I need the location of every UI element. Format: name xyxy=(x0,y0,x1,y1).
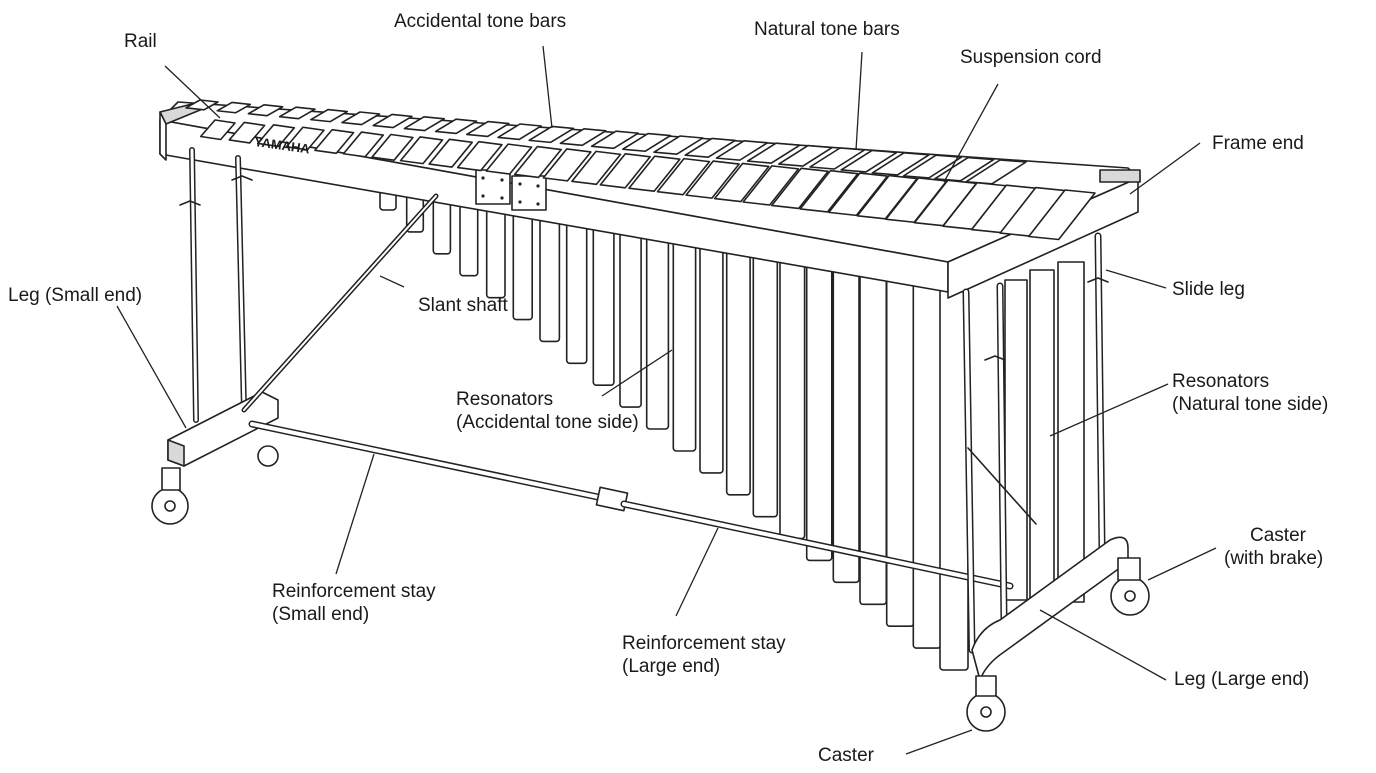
tone-bar xyxy=(216,101,252,114)
label-caster: Caster xyxy=(818,745,874,766)
label-suspension-cord: Suspension cord xyxy=(960,47,1102,68)
label-reinforcement-stay-large-line2: (Large end) xyxy=(622,656,721,677)
tone-bar xyxy=(497,123,543,141)
tone-bar xyxy=(685,160,740,199)
leg-large-end xyxy=(962,232,1129,681)
tone-bar xyxy=(628,155,681,193)
tone-bar xyxy=(513,145,563,179)
tone-bar xyxy=(434,118,478,135)
tone-bar xyxy=(314,128,355,155)
resonator-tube xyxy=(832,246,860,584)
tone-bar xyxy=(341,111,381,126)
tone-bar xyxy=(285,126,325,151)
tone-bar xyxy=(428,138,474,168)
tone-bar xyxy=(485,143,533,175)
tone-bar xyxy=(185,99,219,111)
label-reinforcement-stay-small: Reinforcement stay (Small end) xyxy=(272,580,436,626)
label-frame-end: Frame end xyxy=(1212,133,1304,154)
label-rail: Rail xyxy=(124,31,157,52)
tone-bar xyxy=(933,156,995,182)
tone-bar xyxy=(257,124,296,148)
tone-bar xyxy=(342,131,385,158)
tone-bar xyxy=(571,150,622,186)
slant-shaft xyxy=(241,193,439,413)
caster-large-end xyxy=(966,557,1150,732)
tone-bar xyxy=(590,130,639,150)
tone-bar xyxy=(653,135,704,155)
tone-bar xyxy=(403,116,446,132)
leader-lines xyxy=(116,45,1217,755)
tone-bar xyxy=(770,167,829,210)
label-leg-large-end: Leg (Large end) xyxy=(1174,669,1310,690)
tone-bar xyxy=(599,152,651,189)
tone-bar xyxy=(742,165,800,206)
label-slide-leg: Slide leg xyxy=(1172,279,1245,300)
tone-bar xyxy=(902,154,963,179)
label-resonators-natural-line2: (Natural tone side) xyxy=(1172,394,1329,415)
tone-bar xyxy=(621,132,672,153)
tone-bar xyxy=(559,128,607,147)
leg-small-end xyxy=(167,147,279,467)
label-leg-small-end: Leg (Small end) xyxy=(8,285,143,306)
tone-bar xyxy=(278,106,316,120)
label-reinforcement-stay-small-line1: Reinforcement stay xyxy=(272,581,436,602)
tone-bar xyxy=(309,108,349,123)
tone-bar xyxy=(199,119,236,141)
tone-bar xyxy=(713,162,770,203)
resonator-tube xyxy=(725,223,751,496)
tone-bar xyxy=(456,140,503,172)
tone-bar xyxy=(656,157,711,196)
tone-bar xyxy=(1027,189,1096,241)
tone-bar xyxy=(247,104,284,117)
resonator-tube xyxy=(672,212,697,452)
resonator-tube xyxy=(805,240,833,562)
label-accidental-tone-bars: Accidental tone bars xyxy=(394,11,567,32)
caster-small-end xyxy=(151,445,279,525)
tone-bar xyxy=(715,140,769,161)
label-resonators-natural: Resonators (Natural tone side) xyxy=(1172,370,1328,416)
resonator-tube xyxy=(885,257,915,628)
label-resonators-accidental-line2: (Accidental tone side) xyxy=(456,412,639,433)
resonator-tube xyxy=(779,234,806,540)
label-reinforcement-stay-small-line2: (Small end) xyxy=(272,604,370,625)
tone-bar xyxy=(228,121,266,144)
resonator-tube xyxy=(912,263,942,649)
label-reinforcement-stay-large-line1: Reinforcement stay xyxy=(622,633,786,654)
resonator-tube xyxy=(752,229,779,518)
label-reinforcement-stay-large: Reinforcement stay (Large end) xyxy=(622,632,786,678)
tone-bar xyxy=(371,133,414,161)
tone-bar xyxy=(399,136,444,165)
tone-bar xyxy=(372,113,413,129)
tone-bar xyxy=(542,148,592,182)
tone-bar xyxy=(684,137,736,158)
tone-bar xyxy=(828,172,889,217)
label-resonators-accidental: Resonators (Accidental tone side) xyxy=(456,388,639,434)
tone-bar xyxy=(746,142,801,164)
resonator-tube xyxy=(699,217,724,474)
tone-bar xyxy=(528,125,575,144)
tone-bar xyxy=(871,152,930,176)
tone-bar xyxy=(840,149,898,173)
tone-bars xyxy=(185,99,1096,241)
reinforcement-stays xyxy=(248,420,1014,590)
label-caster-with-brake-line2: (with brake) xyxy=(1224,548,1324,569)
tone-bar xyxy=(777,144,833,167)
label-natural-tone-bars: Natural tone bars xyxy=(754,19,900,40)
tone-bar xyxy=(465,120,510,138)
label-slant-shaft: Slant shaft xyxy=(418,295,508,316)
tone-bar xyxy=(799,169,859,213)
resonators-natural-side xyxy=(1004,261,1085,603)
label-caster-with-brake: Caster (with brake) xyxy=(1224,524,1323,570)
label-caster-with-brake-line1: Caster xyxy=(1250,525,1306,546)
label-resonators-accidental-line1: Resonators xyxy=(456,389,554,410)
label-resonators-natural-line1: Resonators xyxy=(1172,371,1270,392)
